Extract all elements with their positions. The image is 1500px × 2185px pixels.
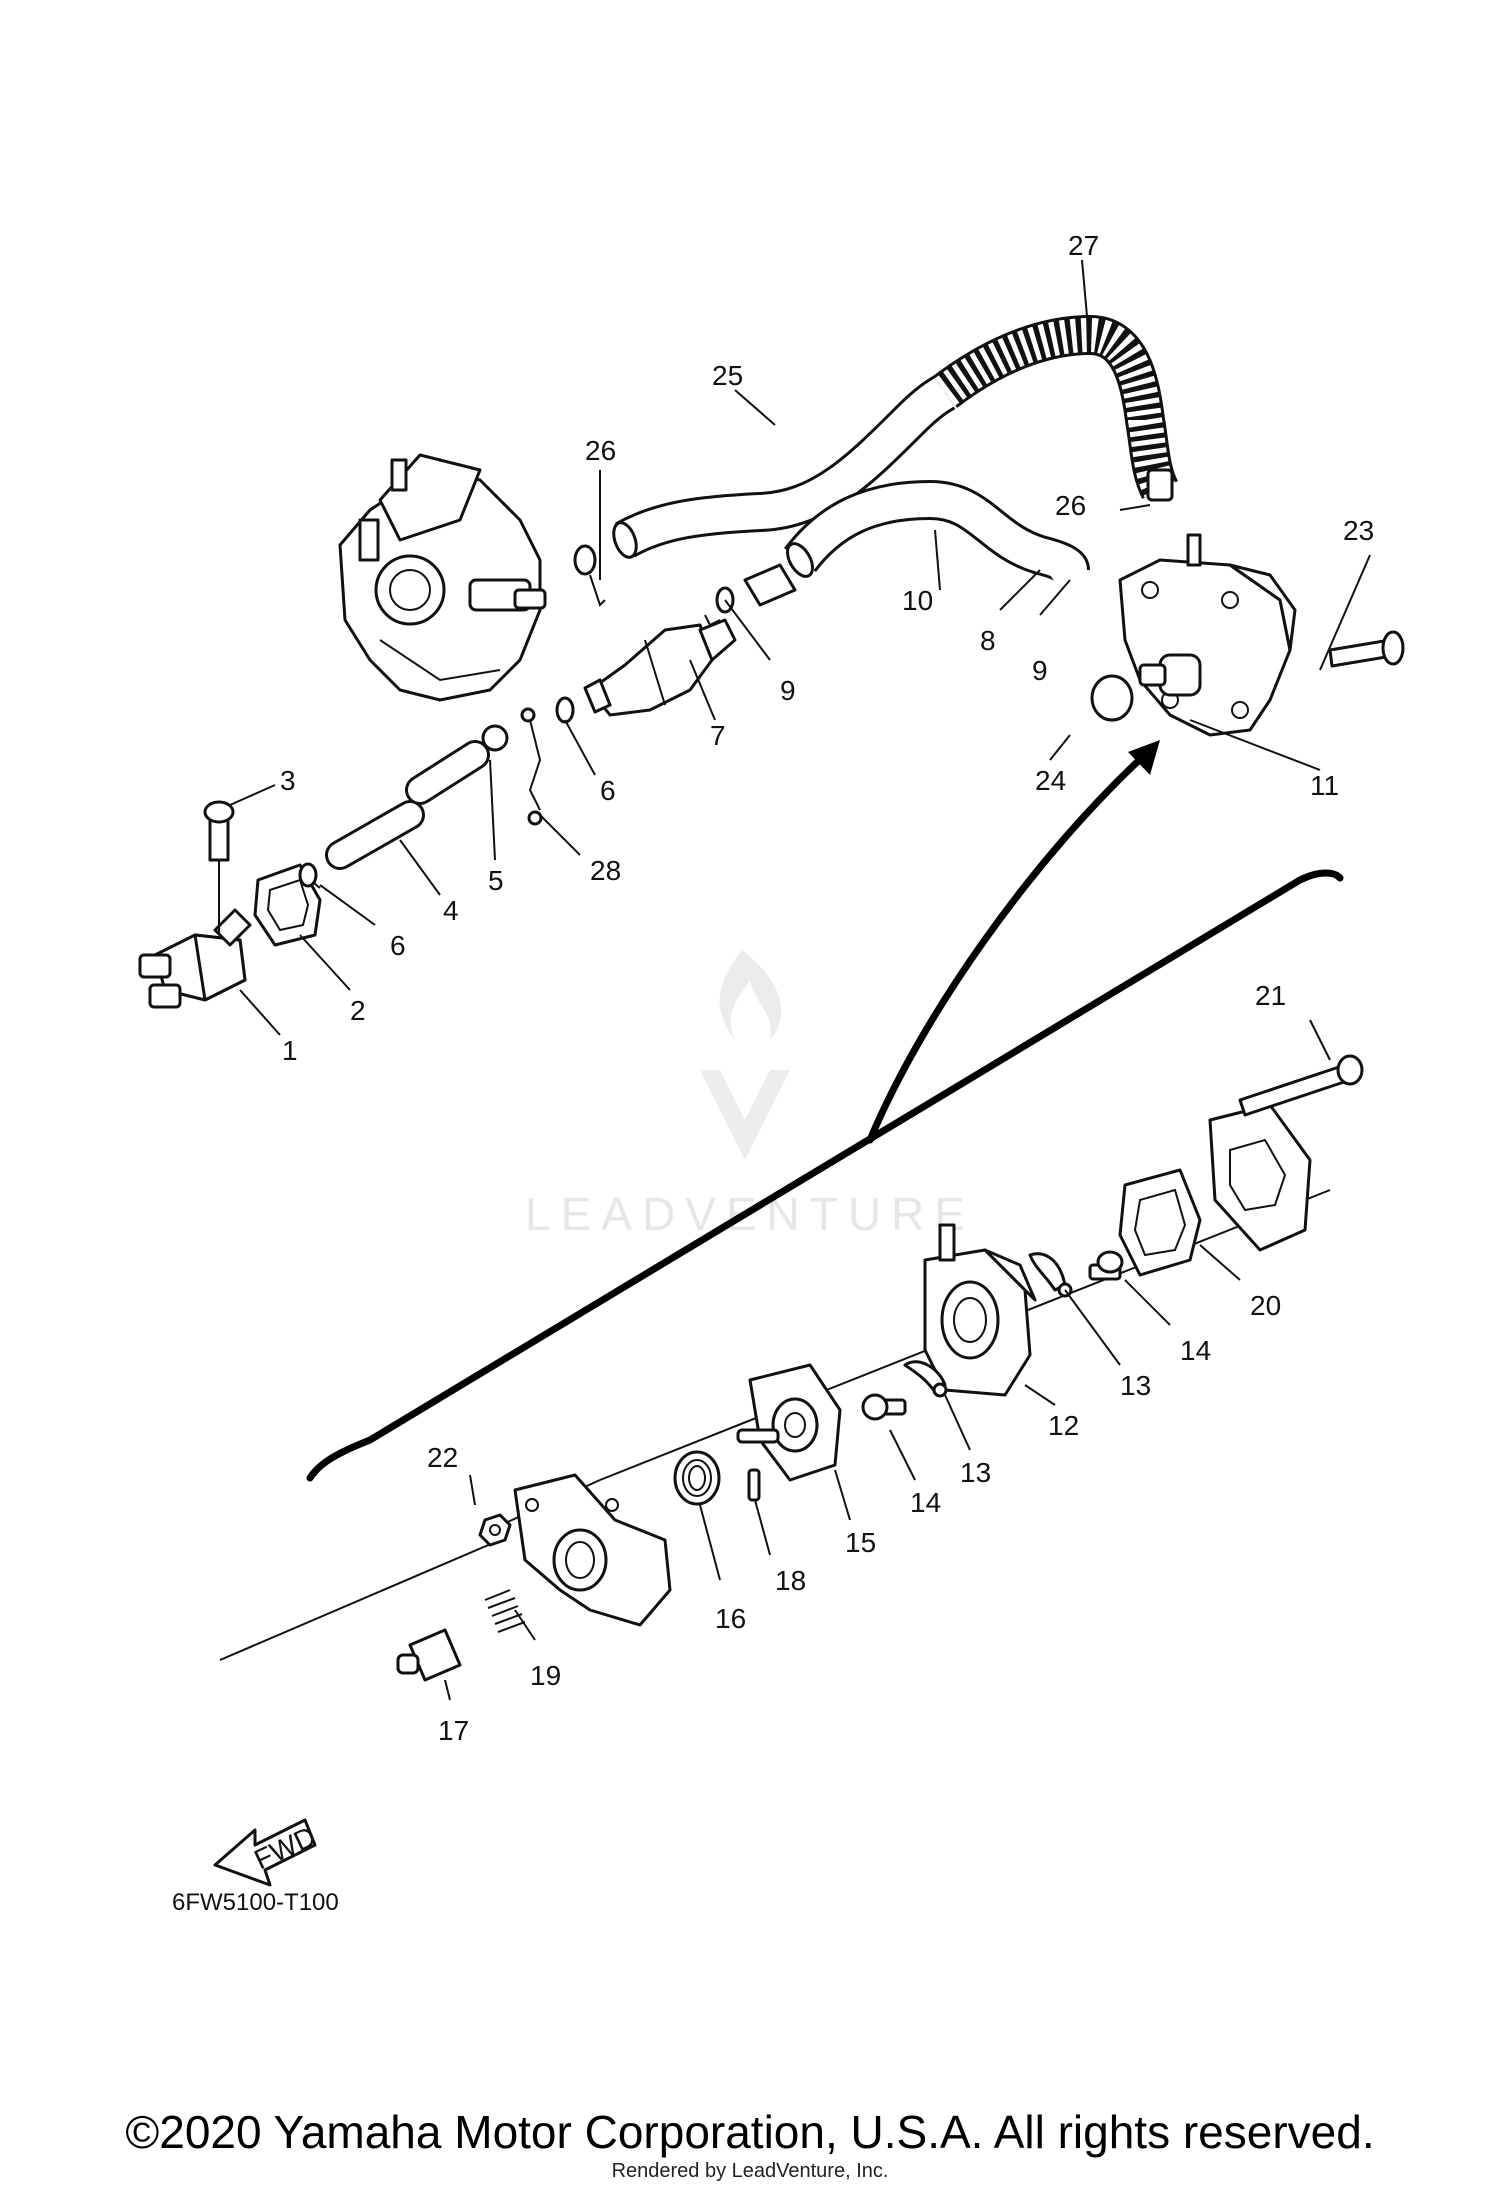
- fuel-hose-4: [325, 740, 490, 870]
- callout-6a: 6: [390, 930, 406, 961]
- callout-24: 24: [1035, 765, 1066, 796]
- callout-13a: 13: [1120, 1370, 1151, 1401]
- callout-3: 3: [280, 765, 296, 796]
- pump-base: [513, 1473, 672, 1627]
- clips-upper: [573, 544, 735, 627]
- callout-13b: 13: [960, 1457, 991, 1488]
- hose-sleeve: [743, 563, 797, 607]
- callout-6b: 6: [600, 775, 616, 806]
- pin-18: [747, 1468, 761, 1502]
- callout-10: 10: [902, 585, 933, 616]
- callout-28: 28: [590, 855, 621, 886]
- callout-14a: 14: [1180, 1335, 1211, 1366]
- screw-14-upper: [1088, 1250, 1124, 1281]
- callout-17: 17: [438, 1715, 469, 1746]
- fuel-filter-7: [583, 618, 737, 717]
- callout-20: 20: [1250, 1290, 1281, 1321]
- callout-5: 5: [488, 865, 504, 896]
- diaphragm-15: [736, 1363, 842, 1482]
- callout-9b: 9: [780, 675, 796, 706]
- fuel-pump-11: [1118, 533, 1297, 737]
- callout-4: 4: [443, 895, 459, 926]
- callout-15: 15: [845, 1527, 876, 1558]
- callout-labels: 27 25 26 26 23 10 8 9 9 7 11 24 3 6 5 28…: [280, 230, 1374, 1746]
- callout-7: 7: [710, 720, 726, 751]
- spring-16: [673, 1450, 721, 1506]
- callout-27: 27: [1068, 230, 1099, 261]
- spring-19: [484, 1589, 526, 1633]
- clips-lower: [298, 696, 575, 889]
- fuel-hose-27-corrugated: [932, 314, 1179, 502]
- assembly-separator: [306, 740, 1344, 1482]
- callout-1: 1: [282, 1035, 298, 1066]
- screw-21: [1238, 1054, 1364, 1117]
- callout-26b: 26: [1055, 490, 1086, 521]
- pump-body-12: [923, 1223, 1037, 1397]
- cover-plate: [1208, 1103, 1312, 1252]
- valve-13-lower: [903, 1360, 948, 1398]
- nut-22: [478, 1513, 512, 1547]
- leader-lines: [229, 259, 1371, 1701]
- callout-11: 11: [1310, 770, 1339, 801]
- fuel-hose-10: [784, 479, 1090, 582]
- o-ring-24: [1090, 674, 1134, 722]
- diagram-code: 6FW5100-T100: [172, 1889, 339, 1916]
- bolt-3: [203, 800, 235, 935]
- fuel-hose-25: [612, 374, 956, 559]
- callout-8: 8: [980, 625, 996, 656]
- carburetor-assembly: [338, 453, 547, 702]
- fuel-joint-1: [138, 908, 252, 1009]
- valve-17: [396, 1628, 462, 1682]
- callout-12: 12: [1048, 1410, 1079, 1441]
- valve-13-upper: [1028, 1252, 1073, 1298]
- screw-14-lower: [861, 1393, 907, 1421]
- callout-9a: 9: [1032, 655, 1048, 686]
- callout-16: 16: [715, 1603, 746, 1634]
- callout-22: 22: [427, 1442, 458, 1473]
- callout-23: 23: [1343, 515, 1374, 546]
- callout-18: 18: [775, 1565, 806, 1596]
- callout-2: 2: [350, 995, 366, 1026]
- rendered-by-notice: Rendered by LeadVenture, Inc.: [611, 2160, 889, 2182]
- fwd-arrow: FWD: [213, 1818, 320, 1887]
- callout-26a: 26: [585, 435, 616, 466]
- leadventure-watermark: LEADVENTURE: [525, 950, 965, 1240]
- bolt-23: [1328, 630, 1405, 668]
- callout-21: 21: [1255, 980, 1286, 1011]
- gasket-20: [1118, 1168, 1202, 1277]
- callout-14b: 14: [910, 1487, 941, 1518]
- callout-19: 19: [530, 1660, 561, 1691]
- copyright-notice: ©2020 Yamaha Motor Corporation, U.S.A. A…: [125, 2106, 1375, 2158]
- callout-25: 25: [712, 360, 743, 391]
